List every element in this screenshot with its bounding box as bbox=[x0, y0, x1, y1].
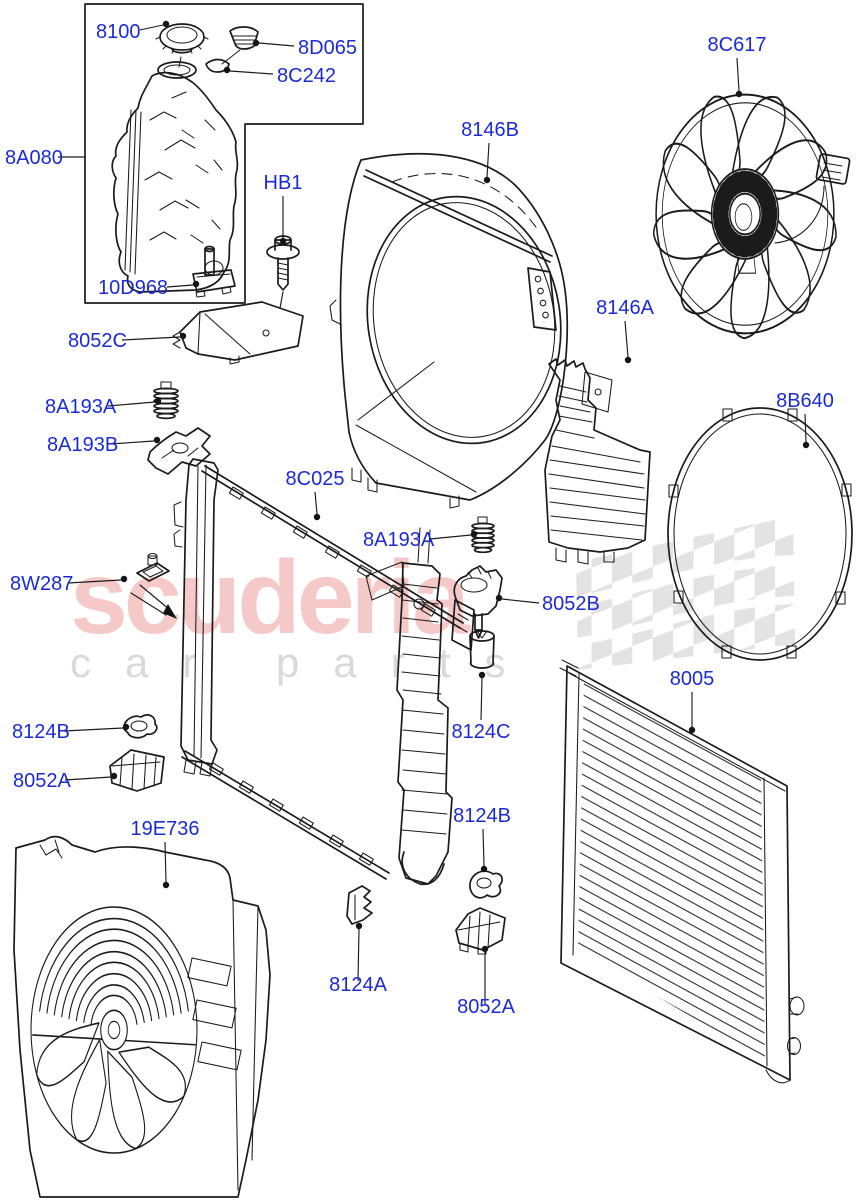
callout-19e736: 19E736 bbox=[131, 818, 200, 889]
callout-8a193a-upper: 8A193A bbox=[45, 396, 162, 418]
callout-8052b: 8052B bbox=[495, 593, 600, 615]
callout-label-8a080: 8A080 bbox=[5, 147, 63, 169]
callout-8c617: 8C617 bbox=[708, 34, 767, 98]
lower-crossmember-part bbox=[181, 750, 390, 880]
grommet-8w287-part bbox=[130, 552, 177, 619]
callout-label-8005: 8005 bbox=[670, 668, 715, 690]
callout-label-8052a-left: 8052A bbox=[13, 770, 71, 792]
bracket-8052a-left-part bbox=[109, 749, 165, 792]
callout-8052c: 8052C bbox=[68, 330, 187, 352]
spring-8a193a-upper-part bbox=[153, 381, 179, 420]
fan-assembly-19e736-part bbox=[13, 835, 271, 1198]
callout-label-8124b-left: 8124B bbox=[12, 721, 70, 743]
callout-8052a-left: 8052A bbox=[13, 770, 118, 792]
callout-label-8a193b: 8A193B bbox=[47, 434, 118, 456]
callout-hb1: HB1 bbox=[264, 172, 303, 245]
inset-box bbox=[84, 3, 364, 304]
callout-8c242: 8C242 bbox=[223, 65, 336, 87]
clip-8a193b-part bbox=[147, 427, 211, 475]
callout-label-8124c: 8124C bbox=[452, 721, 511, 743]
watermark-tagline-text: car parts bbox=[70, 639, 539, 686]
bracket-8052b-part bbox=[453, 565, 503, 639]
callout-8052a-lower: 8052A bbox=[457, 945, 516, 1018]
callout-label-8d065: 8D065 bbox=[298, 37, 357, 59]
callout-label-8146a: 8146A bbox=[596, 297, 654, 319]
callout-label-8b640: 8B640 bbox=[776, 390, 834, 412]
callout-label-8052c: 8052C bbox=[68, 330, 127, 352]
bolt-hb1-part bbox=[266, 235, 300, 309]
radiator-part bbox=[559, 659, 805, 1084]
fan-ring-part bbox=[667, 407, 853, 661]
bracket-8052a-lower-part bbox=[455, 907, 506, 955]
clip-8124a-part bbox=[346, 885, 373, 925]
callout-label-8146b: 8146B bbox=[461, 119, 519, 141]
callout-8a080: 8A080 bbox=[5, 147, 85, 169]
bracket-8146a-part bbox=[544, 358, 651, 565]
clip-8124b-left-part bbox=[123, 714, 158, 739]
callouts: 8100 8D065 8C242 8A080 HB1 8146B 8C617 bbox=[5, 20, 834, 1018]
bushing-8124c-part bbox=[469, 630, 495, 669]
callout-8100: 8100 bbox=[96, 20, 170, 43]
callout-10d968: 10D968 bbox=[98, 277, 200, 299]
callout-8124b-lower: 8124B bbox=[453, 805, 511, 873]
callout-label-8052a-lower: 8052A bbox=[457, 996, 515, 1018]
fan-shroud-part bbox=[329, 152, 569, 509]
callout-label-8c617: 8C617 bbox=[708, 34, 767, 56]
callout-label-8052b: 8052B bbox=[542, 593, 600, 615]
callout-label-8c242: 8C242 bbox=[277, 65, 336, 87]
callout-8005: 8005 bbox=[670, 668, 715, 734]
callout-label-hb1: HB1 bbox=[264, 172, 303, 194]
callout-label-8a193a-upper: 8A193A bbox=[45, 396, 117, 418]
callout-label-8100: 8100 bbox=[96, 21, 141, 43]
callout-8124a: 8124A bbox=[329, 922, 388, 996]
callout-8a193b: 8A193B bbox=[47, 434, 161, 456]
bracket-8052c-part bbox=[172, 301, 304, 365]
callout-8124c: 8124C bbox=[452, 671, 511, 743]
callout-label-8124a: 8124A bbox=[329, 974, 387, 996]
callout-8124b-left: 8124B bbox=[12, 721, 130, 743]
callout-8w287: 8W287 bbox=[10, 573, 128, 595]
callout-label-8a193a-mid: 8A193A bbox=[363, 529, 435, 551]
callout-label-8c025: 8C025 bbox=[286, 468, 345, 490]
callout-label-8124b-lower: 8124B bbox=[453, 805, 511, 827]
callout-label-8w287: 8W287 bbox=[10, 573, 73, 595]
bleed-cap-part bbox=[221, 26, 259, 65]
callout-8c025: 8C025 bbox=[286, 468, 345, 521]
callout-label-19e736: 19E736 bbox=[131, 818, 200, 840]
centre-member-part bbox=[365, 527, 453, 886]
callout-label-10d968: 10D968 bbox=[98, 277, 168, 299]
filler-cap-part bbox=[155, 23, 209, 54]
callout-8146a: 8146A bbox=[596, 297, 655, 364]
cooling-fan-part bbox=[652, 93, 851, 340]
callout-8146b: 8146B bbox=[461, 119, 519, 184]
left-side-member-part bbox=[173, 458, 219, 777]
callout-8a193a-mid: 8A193A bbox=[363, 529, 478, 551]
clip-8124b-lower-part bbox=[469, 870, 503, 899]
callout-8b640: 8B640 bbox=[776, 390, 834, 449]
callout-8d065: 8D065 bbox=[252, 37, 357, 59]
expansion-tank-part bbox=[111, 56, 239, 293]
